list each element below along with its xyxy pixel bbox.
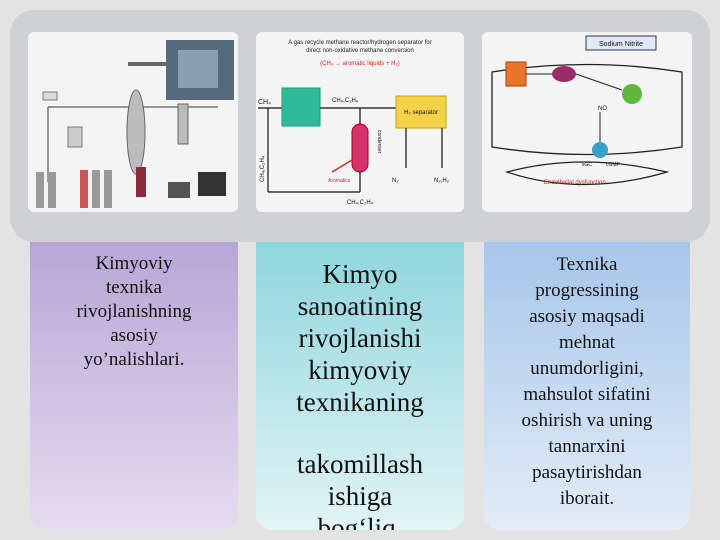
card2-line: Kimyo (322, 259, 398, 289)
card3-line: mahsulot sifatini (523, 384, 651, 405)
label-sodium-nitrite: Sodium Nitrite (599, 41, 643, 48)
card3-line: unumdorligini, (530, 358, 644, 379)
card2-line: ishiga (327, 481, 393, 511)
enos-circle (622, 84, 642, 104)
enzyme-ellipse (552, 66, 576, 82)
nitrite-pathway-diagram: Sodium Nitrite NO sGC cGMP Endothelial d… (482, 32, 692, 212)
card3-line: oshirish va uning (521, 410, 653, 431)
sgc-circle (592, 142, 608, 158)
text-card-directions: Kimyoviy texnika rivojlanishning asosiy … (30, 242, 238, 530)
diagram-title-line1: A gas recycle methane reactor/hydrogen s… (288, 40, 431, 46)
card1-line: Kimyoviy (95, 253, 173, 274)
label-recycle-left: CH₄,C₂H₄ (260, 155, 266, 182)
card1-line: rivojlanishning (76, 301, 192, 322)
diagram-equation: (CH₄ → aromatic liquids + H₂) (320, 61, 400, 67)
card2-line: texnikaning (296, 387, 424, 417)
card2-line: rivojlanishi (298, 323, 422, 353)
label-aromatics: Aromatics (328, 178, 351, 184)
text-card-progress: Texnika progressining asosiy maqsadi meh… (484, 242, 690, 530)
card3-line: tannarxini (548, 436, 626, 457)
card1-line: asosiy (110, 325, 158, 346)
label-recycle-bottom: CH₄,C₂H₄ (347, 200, 374, 206)
card2-line: takomillash (297, 449, 423, 479)
label-n2h2: N₂,H₂ (434, 178, 450, 184)
channel-block (505, 61, 527, 87)
card1-line: yo’nalishlari. (83, 349, 185, 370)
card3-line: pasaytirishdan (532, 462, 642, 483)
condenser-column (351, 123, 369, 173)
label-sgc: sGC (582, 162, 592, 168)
label-n2: N₂ (392, 178, 399, 184)
diagram-title-line2: direct non-oxidative methane conversion (306, 48, 414, 54)
label-h2-separator: H₂ separator (404, 110, 438, 116)
lab-apparatus-image (28, 32, 238, 212)
methane-reactor-diagram: A gas recycle methane reactor/hydrogen s… (256, 32, 464, 212)
reactor-block (281, 87, 321, 127)
card2-line: bog‘liq. (317, 513, 403, 530)
label-no: NO (598, 106, 607, 112)
label-endothelial: Endothelial dysfunction (544, 180, 606, 186)
label-ch4-in: CH₄ (258, 99, 271, 106)
card3-line: Texnika (556, 254, 618, 275)
card3-line: progressining (535, 280, 639, 301)
card2-line: kimyoviy (308, 355, 412, 385)
label-ch4-mix: CH₄,C₂H₄ (332, 98, 359, 104)
separator-block (395, 95, 447, 129)
card3-line: iborait. (559, 488, 615, 509)
label-cgmp: cGMP (606, 162, 621, 168)
label-condenser: condenser (376, 130, 382, 154)
card3-line: asosiy maqsadi (529, 306, 645, 327)
sodium-nitrite-box (585, 35, 657, 51)
card2-line: sanoatining (297, 291, 423, 321)
text-card-industry: Kimyo sanoatining rivojlanishi kimyoviy … (256, 242, 464, 530)
card1-line: texnika (106, 277, 162, 298)
card3-line: mehnat (559, 332, 615, 353)
